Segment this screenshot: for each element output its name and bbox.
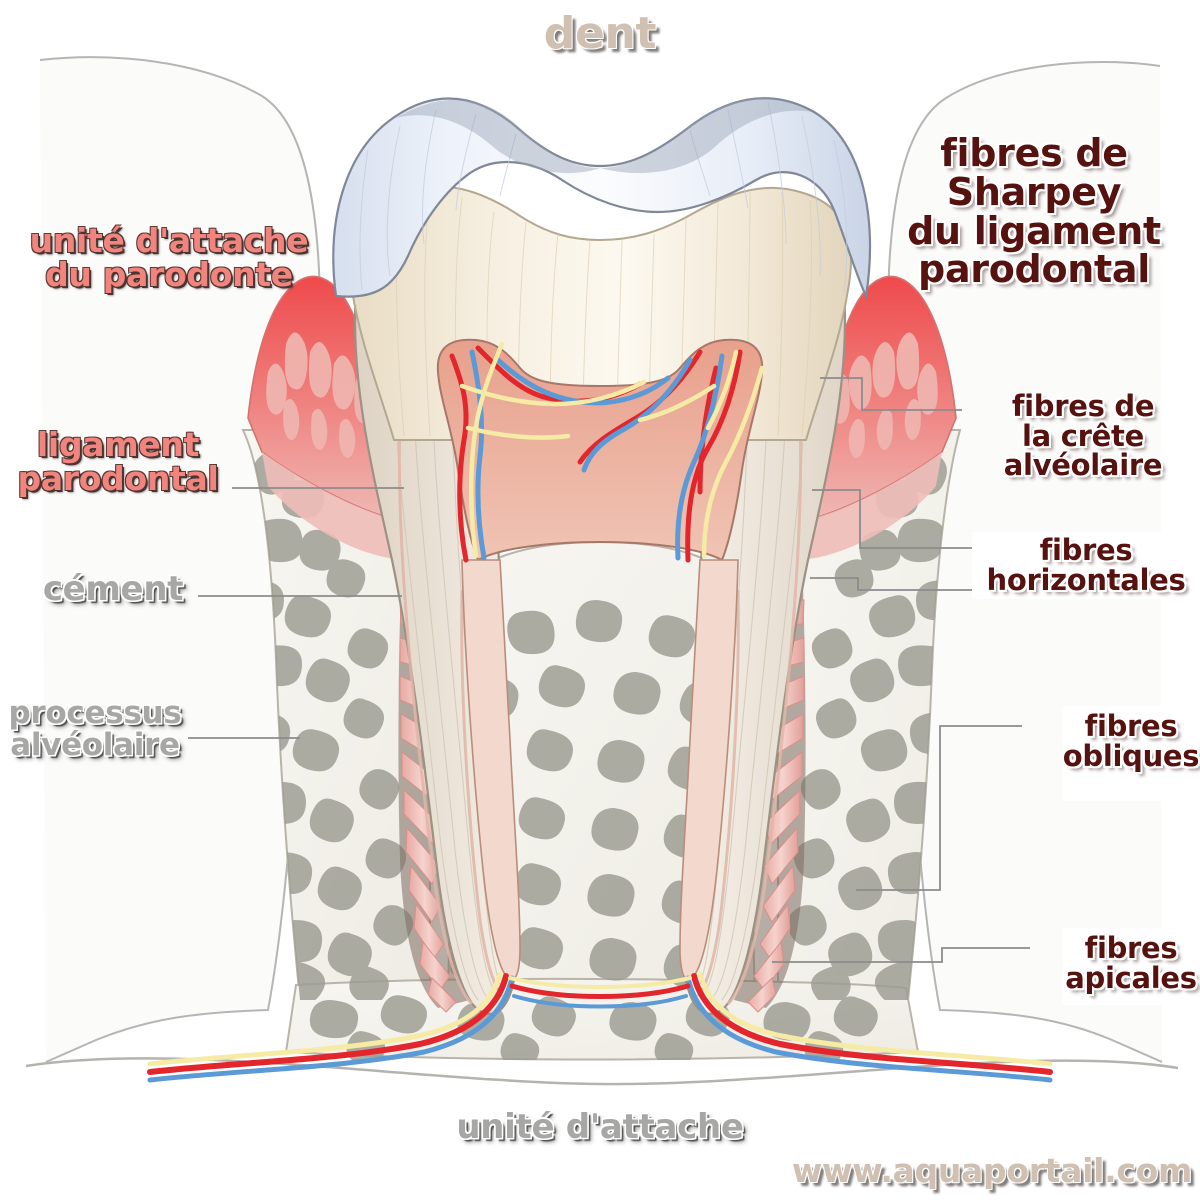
pulp-vessels: [449, 341, 765, 563]
tooth: [332, 97, 872, 1015]
enamel-rods: [359, 101, 848, 293]
label-fibres-sharpey: fibres de Sharpey du ligament parodontal: [907, 131, 1161, 292]
root-canal-left: [461, 559, 521, 981]
mucosa-line: [25, 1057, 1179, 1086]
root-canal-right: [679, 559, 739, 981]
label-processus-alveolaire: processus alvéolaire: [8, 695, 182, 763]
leader-fibres-obliques: [856, 725, 1022, 891]
label-cement: cément: [42, 569, 184, 609]
label-fibres-apicales: fibres apicales: [1062, 928, 1200, 1006]
cementum: [397, 419, 803, 1006]
label-fibres-obliques: fibres obliques: [1062, 706, 1200, 802]
label-fibres-horizontales: fibres horizontales: [972, 532, 1200, 600]
leader-fibres-crete: [820, 377, 962, 411]
apical-neurovascular-bundle: [147, 971, 1053, 1083]
leader-fibres-horizontales: [812, 489, 1018, 549]
leader-lines: [188, 377, 1030, 963]
adjacent-contours: [39, 56, 1163, 1063]
page-title: dent: [543, 8, 657, 59]
label-ligament-parodontal: ligament parodontal: [17, 425, 219, 498]
leader-fibres-apicales: [772, 947, 1030, 963]
leader-fibres-horizontales-2: [810, 577, 1018, 591]
figure-caption-bottom: unité d'attache: [420, 1108, 780, 1147]
label-unite-attache-parodonte: unité d'attache du parodonte: [29, 221, 309, 294]
label-fibres-crete-alveolaire: fibres de la crête alvéolaire: [1003, 389, 1163, 483]
watermark: www.aquaportail.com: [791, 1151, 1193, 1190]
